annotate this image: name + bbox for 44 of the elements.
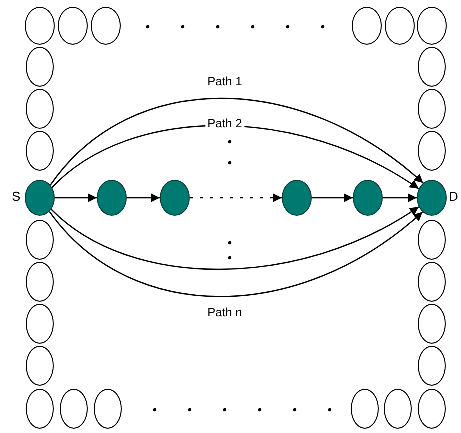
- circle-node: [26, 89, 54, 129]
- circle-node: [26, 346, 54, 386]
- arrow: [49, 211, 424, 298]
- circle-node: [26, 389, 54, 429]
- circle-node: [91, 7, 121, 45]
- edge-label: Path 2: [206, 118, 244, 130]
- circle-node: [385, 7, 415, 45]
- circle-node: [351, 389, 379, 429]
- arrow: [190, 194, 282, 202]
- edge-label: Path n: [206, 306, 244, 320]
- node-label: S: [12, 190, 21, 204]
- circle-node: [60, 389, 88, 429]
- circle-node: [26, 131, 54, 171]
- circle-node: [58, 7, 88, 45]
- arrow: [55, 194, 97, 202]
- circle-node: [94, 389, 122, 429]
- circle-node: [418, 89, 446, 129]
- circle-node: [26, 47, 54, 87]
- circle-node: [418, 389, 446, 429]
- circle-node: [25, 7, 55, 45]
- circle-node: [384, 389, 412, 429]
- circle-node: [160, 180, 190, 216]
- arrow: [52, 125, 420, 190]
- arrow: [312, 194, 353, 202]
- node-label: D: [449, 190, 458, 204]
- circle-node: [418, 131, 446, 171]
- circle-node: [97, 180, 127, 216]
- circle-node: [282, 180, 312, 216]
- circle-node: [417, 7, 447, 45]
- circle-node: [26, 262, 54, 302]
- edge-label: Path 1: [206, 76, 244, 88]
- arrow: [383, 194, 417, 202]
- arrow: [50, 98, 424, 186]
- arrow: [51, 206, 420, 270]
- circle-node: [26, 220, 54, 260]
- circle-node: [418, 346, 446, 386]
- circle-node: [418, 47, 446, 87]
- arrow: [127, 194, 160, 202]
- circle-node: [26, 304, 54, 344]
- circle-node: [353, 180, 383, 216]
- circle-node: [418, 304, 446, 344]
- circle-node: [352, 7, 382, 45]
- circle-node: [418, 262, 446, 302]
- circle-node: [418, 220, 446, 260]
